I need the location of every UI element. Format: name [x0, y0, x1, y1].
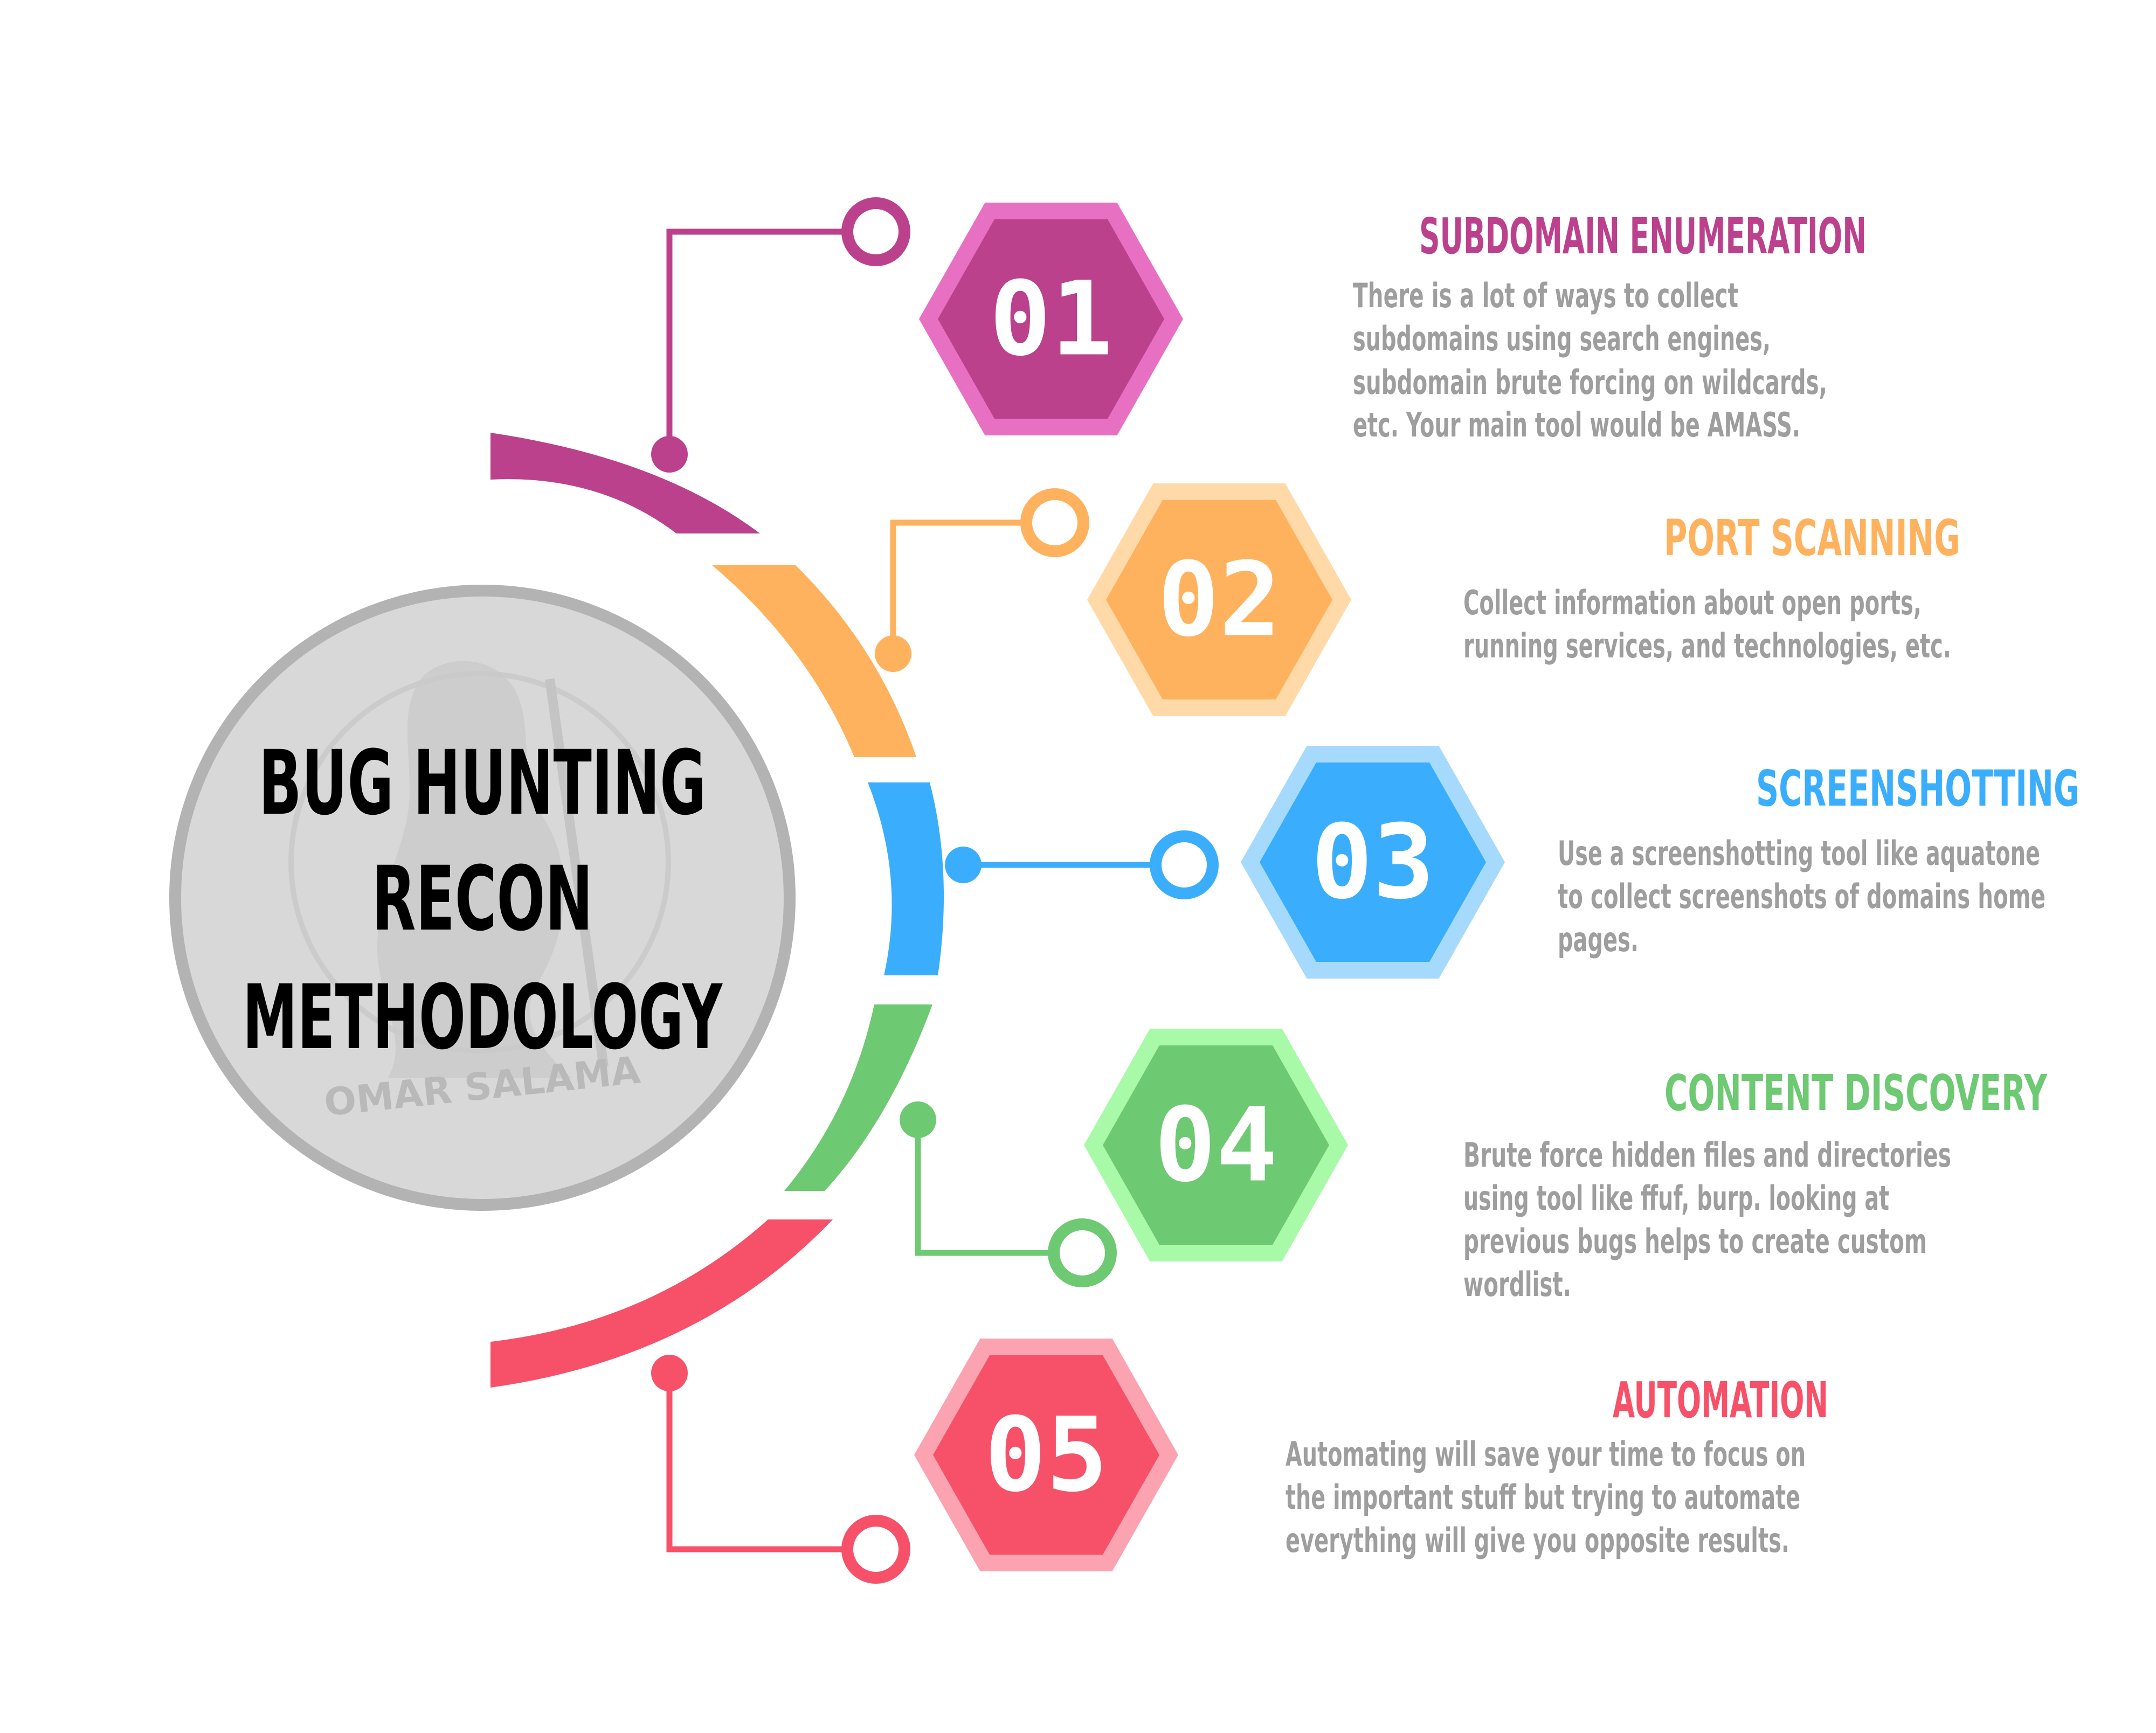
arc-segment-02 — [711, 565, 916, 757]
hexagon-04: 04 — [1084, 1029, 1348, 1261]
step-desc-05-line-2: the important stuff but trying to automa… — [1286, 1478, 1800, 1517]
arc-segments — [490, 433, 944, 1388]
connector-01-ring — [841, 197, 910, 266]
step-text-01: SUBDOMAIN ENUMERATION There is a lot of … — [1353, 207, 1867, 445]
connector-01 — [651, 197, 910, 473]
step-desc-05-line-1: Automating will save your time to focus … — [1286, 1434, 1806, 1474]
hexagon-05: 05 — [914, 1339, 1178, 1571]
step-title-03: SCREENSHOTTING — [1756, 760, 2079, 817]
step-text-02: PORT SCANNING Collect information about … — [1463, 509, 1960, 666]
step-title-01: SUBDOMAIN ENUMERATION — [1419, 207, 1867, 265]
step-desc-05-line-3: everything will give you opposite result… — [1286, 1521, 1789, 1560]
step-desc-03-line-3: pages. — [1558, 920, 1639, 959]
connector-03-dot — [945, 847, 982, 883]
arc-segment-01 — [490, 433, 760, 533]
hexagon-05-number: 05 — [985, 1396, 1108, 1515]
hexagon-03-number: 03 — [1311, 803, 1435, 922]
watermark-sword — [545, 678, 609, 1068]
connector-02 — [875, 488, 1089, 672]
connector-05-dot — [651, 1355, 688, 1391]
connector-04 — [900, 1101, 1117, 1287]
center-title-line-1: BUG HUNTING — [259, 731, 706, 835]
step-text-03: SCREENSHOTTING Use a screenshotting tool… — [1558, 760, 2079, 959]
hexagon-02-number: 02 — [1158, 540, 1281, 660]
arc-segment-05 — [490, 1219, 833, 1388]
hexagon-04-fill — [1103, 1045, 1329, 1245]
connector-02-dot — [875, 635, 911, 672]
step-title-04: CONTENT DISCOVERY — [1664, 1064, 2048, 1122]
watermark-figure — [377, 661, 571, 1078]
center-title-line-3: METHODOLOGY — [243, 966, 723, 1069]
hexagon-05-fill — [933, 1355, 1159, 1555]
connector-05 — [651, 1355, 910, 1584]
hexagon-01-number: 01 — [990, 260, 1113, 379]
step-desc-04-line-2: using tool like ffuf, burp. looking at — [1463, 1179, 1889, 1218]
step-text-05: AUTOMATION Automating will save your tim… — [1286, 1371, 1828, 1560]
step-title-05: AUTOMATION — [1613, 1371, 1828, 1429]
hexagon-01-fill — [938, 219, 1164, 419]
step-desc-03-line-1: Use a screenshotting tool like aquatone — [1558, 834, 2040, 873]
connector-03-ring — [1150, 830, 1219, 899]
step-desc-04-line-4: wordlist. — [1463, 1265, 1571, 1304]
connector-02-ring — [1020, 488, 1089, 557]
step-desc-02-line-1: Collect information about open ports, — [1463, 583, 1922, 622]
connector-01-dot — [651, 436, 688, 473]
center-title-line-2: RECON — [372, 847, 593, 951]
hexagon-01: 01 — [919, 203, 1183, 435]
connector-03 — [945, 830, 1219, 899]
hexagon-04-number: 04 — [1155, 1086, 1278, 1205]
arc-segment-04 — [784, 1004, 932, 1191]
step-title-02: PORT SCANNING — [1664, 509, 1960, 567]
arc-segment-03 — [868, 782, 944, 975]
hexagon-03: 03 — [1241, 746, 1505, 979]
step-desc-03-line-2: to collect screenshots of domains home — [1558, 877, 2046, 916]
connector-04-dot — [900, 1101, 936, 1138]
center-badge: OMAR SALAMA BUG HUNTING RECON METHODOLOG… — [169, 585, 796, 1211]
hexagon-03-fill — [1260, 762, 1486, 962]
connector-04-ring — [1048, 1218, 1117, 1287]
step-desc-01-line-2: subdomains using search engines, — [1353, 319, 1771, 358]
hexagon-02-fill — [1106, 500, 1332, 699]
step-text-04: CONTENT DISCOVERY Brute force hidden fil… — [1463, 1064, 2048, 1304]
step-desc-04-line-1: Brute force hidden files and directories — [1463, 1135, 1951, 1175]
step-desc-01-line-3: subdomain brute forcing on wildcards, — [1353, 363, 1827, 402]
step-desc-02-line-2: running services, and technologies, etc. — [1463, 626, 1951, 666]
step-desc-01-line-4: etc. Your main tool would be AMASS. — [1353, 405, 1800, 445]
step-desc-04-line-3: previous bugs helps to create custom — [1463, 1222, 1927, 1261]
hexagon-02: 02 — [1087, 483, 1351, 716]
connector-05-ring — [841, 1515, 910, 1584]
step-desc-01-line-1: There is a lot of ways to collect — [1353, 276, 1738, 315]
